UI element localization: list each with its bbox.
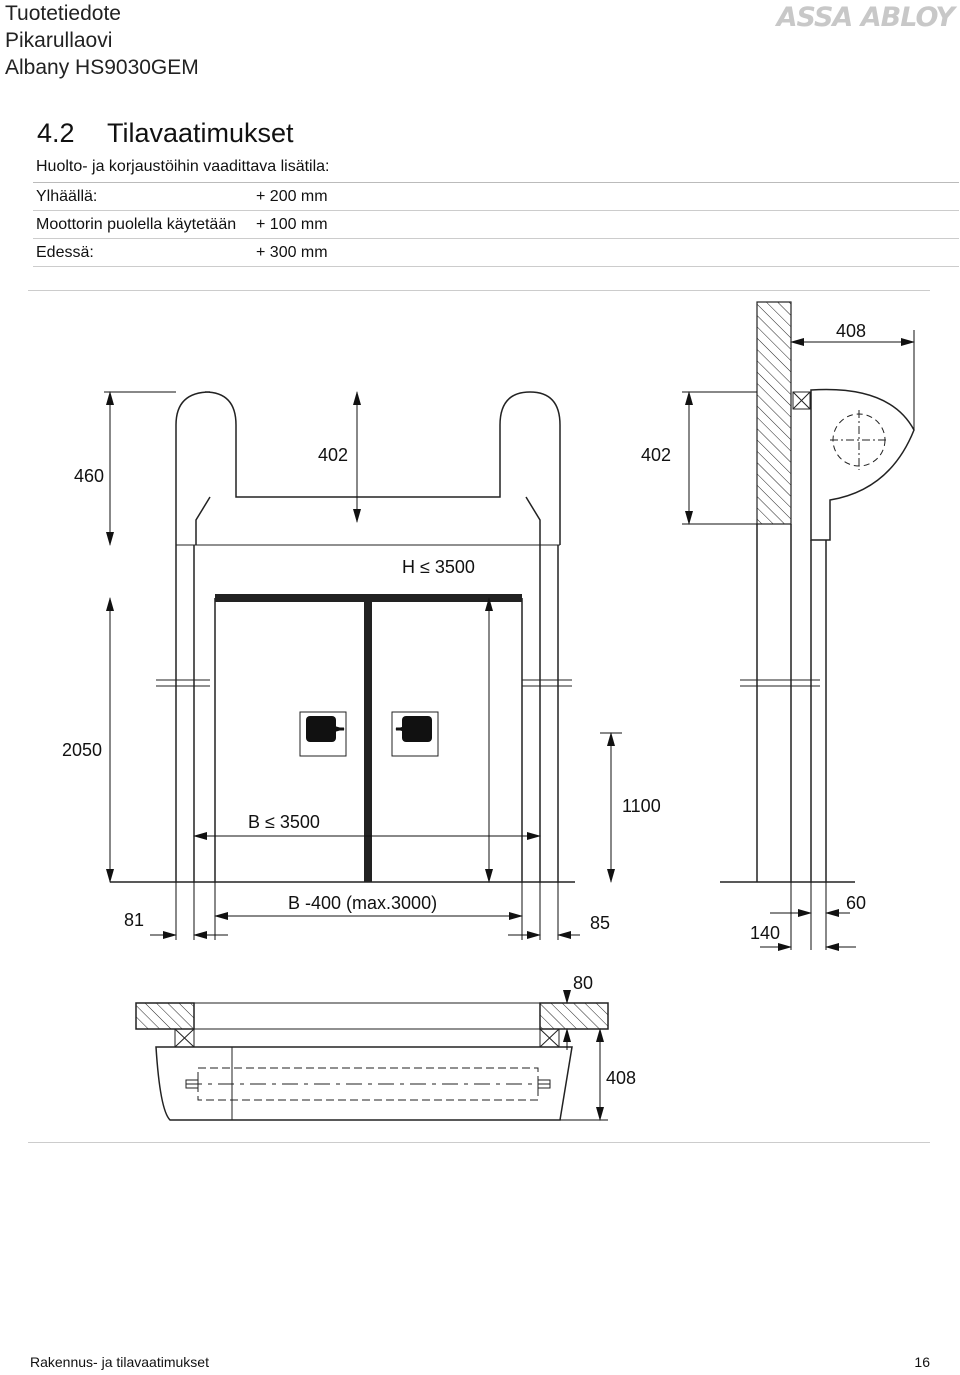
- button-icon-left: [299, 711, 347, 757]
- dim-1100: 1100: [622, 796, 661, 816]
- divider: [28, 1142, 930, 1143]
- row-value: + 100 mm: [256, 216, 328, 233]
- table-row: Moottorin puolella käytetään + 100 mm: [33, 211, 959, 239]
- button-icon-right: [391, 711, 439, 757]
- row-label: Ylhäällä:: [36, 188, 98, 205]
- table-row: Ylhäällä: + 200 mm: [33, 183, 959, 211]
- page-number: 16: [914, 1354, 930, 1370]
- dim-460: 460: [74, 466, 104, 486]
- dim-b-max: B ≤ 3500: [248, 812, 320, 832]
- row-label: Moottorin puolella käytetään: [36, 216, 237, 233]
- section-title: Tilavaatimukset: [107, 118, 294, 148]
- document-header: Tuotetiedote Pikarullaovi Albany HS9030G…: [5, 0, 199, 81]
- section-number: 4.2: [37, 118, 75, 148]
- dim-402-left: 402: [318, 445, 348, 465]
- row-label: Edessä:: [36, 244, 94, 261]
- clearance-table: Ylhäällä: + 200 mm Moottorin puolella kä…: [33, 182, 959, 267]
- dim-408-top: 408: [836, 321, 866, 341]
- dim-2050: 2050: [62, 740, 102, 760]
- product-category: Pikarullaovi: [5, 29, 113, 52]
- row-value: + 300 mm: [256, 244, 328, 261]
- product-model: Albany HS9030GEM: [5, 56, 199, 79]
- dim-60: 60: [846, 893, 866, 913]
- footer-section: Rakennus- ja tilavaatimukset: [30, 1354, 209, 1370]
- table-row: Edessä: + 300 mm: [33, 239, 959, 267]
- doc-type: Tuotetiedote: [5, 2, 121, 25]
- divider: [28, 290, 930, 291]
- dim-81: 81: [124, 910, 144, 930]
- dim-h-max: H ≤ 3500: [402, 557, 475, 577]
- dim-b-inner: B -400 (max.3000): [288, 893, 437, 913]
- dim-140: 140: [750, 923, 780, 943]
- dim-85: 85: [590, 913, 610, 933]
- dim-408-bottom: 408: [606, 1068, 636, 1088]
- section-heading: 4.2 Tilavaatimukset: [37, 118, 294, 149]
- dim-80: 80: [573, 973, 593, 993]
- wall-hatch: [756, 301, 792, 525]
- dim-402-right: 402: [641, 445, 671, 465]
- assa-abloy-logo: ASSA ABLOY: [776, 2, 955, 33]
- section-intro: Huolto- ja korjaustöihin vaadittava lisä…: [36, 158, 330, 175]
- row-value: + 200 mm: [256, 188, 328, 205]
